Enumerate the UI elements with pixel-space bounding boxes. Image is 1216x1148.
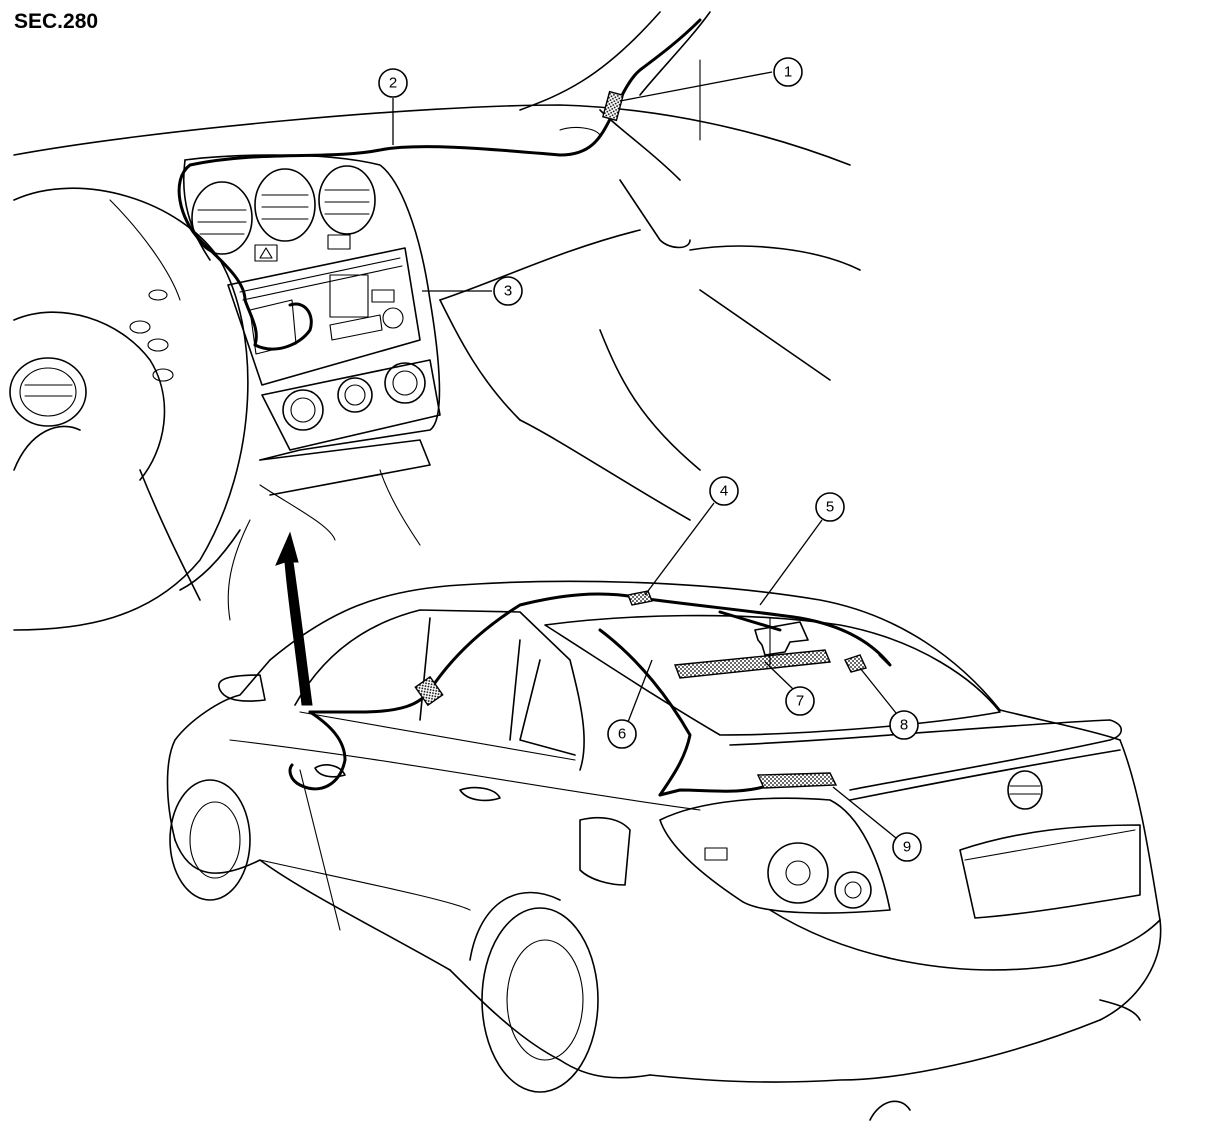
callout-3: 3: [422, 276, 523, 306]
callout-5: 5: [759, 492, 845, 606]
callout-label: 9: [903, 839, 911, 856]
callout-label: 6: [618, 726, 626, 743]
callout-label: 3: [504, 283, 512, 300]
callout-6: 6: [607, 659, 653, 749]
vehicle-view: [166, 580, 1162, 1121]
callout-label: 2: [389, 75, 397, 92]
callout-label: 8: [900, 717, 908, 734]
callout-label: 4: [720, 483, 728, 500]
callout-label: 7: [796, 693, 804, 710]
callout-9: 9: [832, 786, 922, 862]
callout-8: 8: [859, 667, 919, 740]
direction-arrow: [275, 531, 313, 706]
section-label: SEC.280: [14, 10, 99, 33]
callout-label: 5: [826, 499, 834, 516]
callout-2: 2: [378, 68, 408, 145]
callout-label: 1: [784, 64, 792, 81]
dashboard-view: [9, 11, 861, 631]
callout-4: 4: [644, 476, 739, 596]
callout-1: 1: [619, 57, 803, 102]
callout-7: 7: [764, 661, 815, 716]
